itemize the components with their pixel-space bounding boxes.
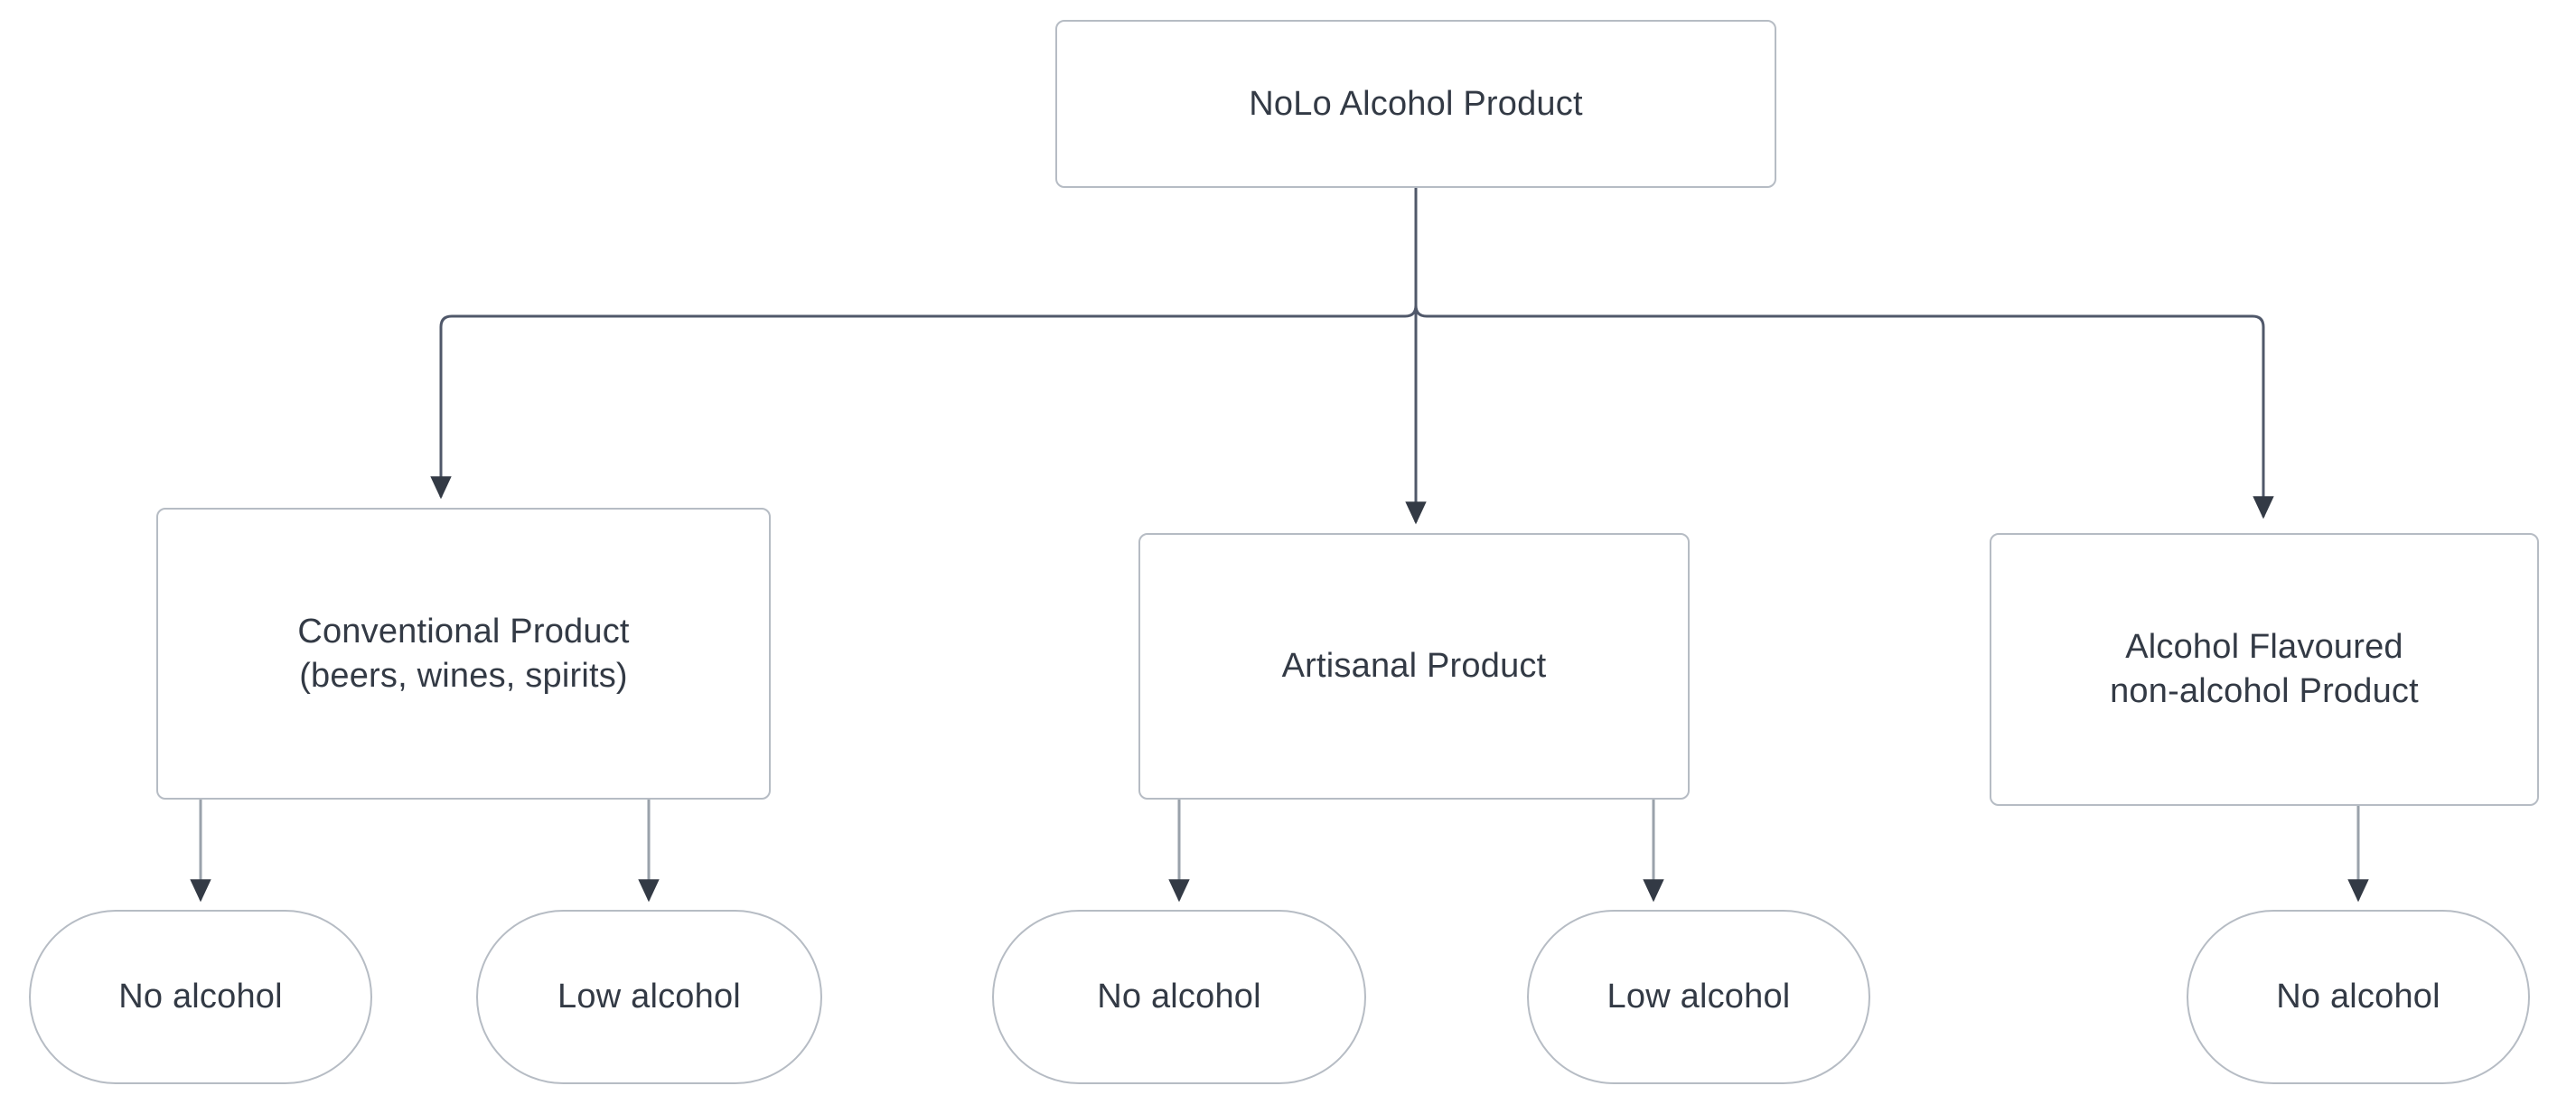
node-artisanal-product[interactable]: Artisanal Product	[1138, 533, 1690, 800]
node-label: Artisanal Product	[1281, 647, 1547, 686]
node-nolo-alcohol-product[interactable]: NoLo Alcohol Product	[1055, 20, 1776, 188]
node-label: Alcohol Flavoured non-alcohol Product	[2110, 628, 2419, 710]
edge-root-to-flavoured	[1414, 188, 2274, 520]
node-label: No alcohol	[118, 978, 283, 1016]
node-label: Conventional Product (beers, wines, spir…	[297, 612, 630, 695]
node-artisanal-low-alcohol[interactable]: Low alcohol	[1527, 910, 1870, 1084]
node-conventional-no-alcohol[interactable]: No alcohol	[29, 910, 372, 1084]
node-artisanal-no-alcohol[interactable]: No alcohol	[992, 910, 1366, 1084]
node-conventional-low-alcohol[interactable]: Low alcohol	[476, 910, 822, 1084]
node-label: NoLo Alcohol Product	[1249, 84, 1583, 123]
node-conventional-product[interactable]: Conventional Product (beers, wines, spir…	[156, 508, 771, 800]
node-label: Low alcohol	[1606, 978, 1791, 1016]
node-label: No alcohol	[2276, 978, 2440, 1016]
node-label: No alcohol	[1097, 978, 1261, 1016]
edge-root-to-conventional	[430, 188, 1418, 500]
node-alcohol-flavoured-non-alcohol-product[interactable]: Alcohol Flavoured non-alcohol Product	[1990, 533, 2539, 806]
node-label: Low alcohol	[557, 978, 741, 1016]
node-flavoured-no-alcohol[interactable]: No alcohol	[2187, 910, 2530, 1084]
